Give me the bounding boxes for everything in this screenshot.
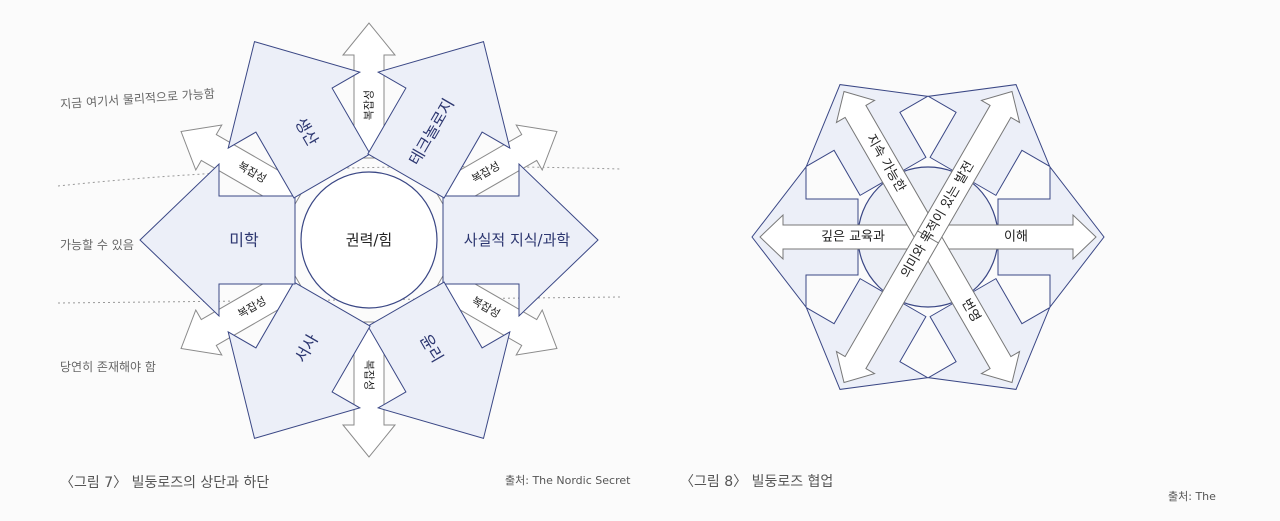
dimension-arrow (367, 281, 511, 439)
figure-7-caption: 〈그림 7〉 빌둥로즈의 상단과 하단 (60, 475, 270, 491)
inner-band-arrow (835, 230, 940, 384)
dimension-arrow (442, 162, 599, 318)
dimension-arrow (227, 281, 371, 439)
complexity-arrow-label: 복잡성 (363, 90, 376, 120)
dimension-arrow (367, 41, 511, 199)
complexity-arrow-label: 복잡성 (363, 360, 376, 390)
inner-band-arrow (916, 90, 1021, 244)
inner-band-arrow (835, 90, 940, 244)
figure-7-source: 출처: The Nordic Secret (505, 474, 631, 487)
dimension-arrow (139, 162, 296, 318)
band-label: 깊은 교육과 (821, 230, 885, 245)
inner-band-arrow (916, 230, 1021, 384)
level-label-could-be-possible: 가능할 수 있음 (60, 238, 134, 252)
inner-band-arrow (759, 213, 929, 261)
center-circle (300, 171, 438, 309)
center-label: 권력/힘 (346, 231, 392, 249)
inner-band-arrow (927, 213, 1097, 261)
level-divider-upper (57, 166, 621, 187)
dimension-arrow (227, 41, 371, 199)
band-label: 이해 (1004, 230, 1028, 245)
figure-8-source: 출처: The (1168, 490, 1216, 503)
figure-8-caption: 〈그림 8〉 빌둥로즈 협업 (680, 474, 834, 490)
dimension-arrow-label: 사실적 지식/과학 (464, 231, 571, 249)
level-label-should-exist: 당연히 존재해야 함 (60, 360, 156, 374)
dimension-arrow-label: 미학 (229, 231, 259, 250)
